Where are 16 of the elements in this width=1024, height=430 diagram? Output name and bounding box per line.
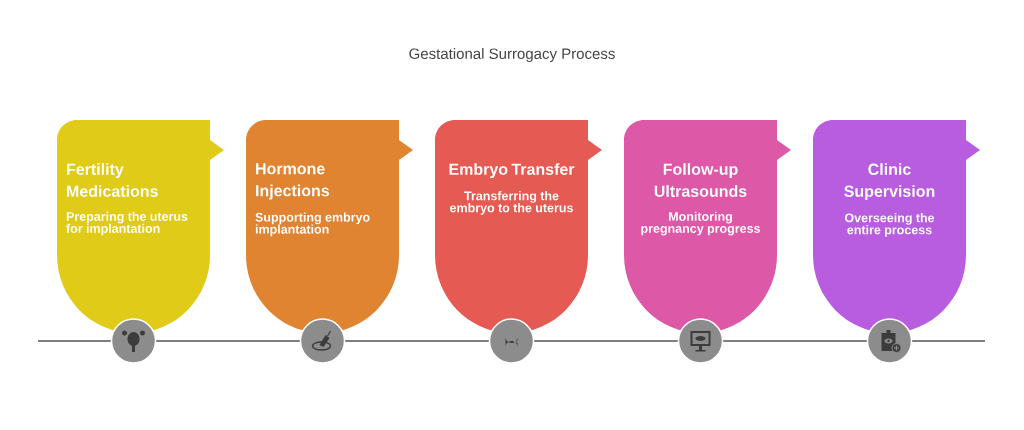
step-heading: Hormone Injections: [256, 163, 330, 200]
diagram-title: Gestational Surrogacy Process: [409, 48, 615, 62]
step-card: [435, 120, 602, 333]
step-card: [624, 120, 791, 333]
step-description: Monitoring pregnancy progress: [641, 211, 760, 236]
step-card: [57, 120, 224, 333]
step-heading: Clinic Supervision: [844, 163, 935, 201]
step-description: Transferring the embryo to the uterus: [450, 191, 573, 215]
step-heading: Embryo Transfer: [449, 163, 575, 179]
step-heading: Fertility Medications: [67, 163, 158, 197]
step-card: [246, 120, 413, 333]
step-description: Preparing the uterus for implantation: [66, 211, 188, 236]
step-description: Overseeing the entire process: [844, 213, 935, 237]
step-card: [813, 120, 980, 333]
step-description: Supporting embryo implantation: [255, 212, 370, 237]
step-heading: Follow-up Ultrasounds: [654, 163, 747, 197]
